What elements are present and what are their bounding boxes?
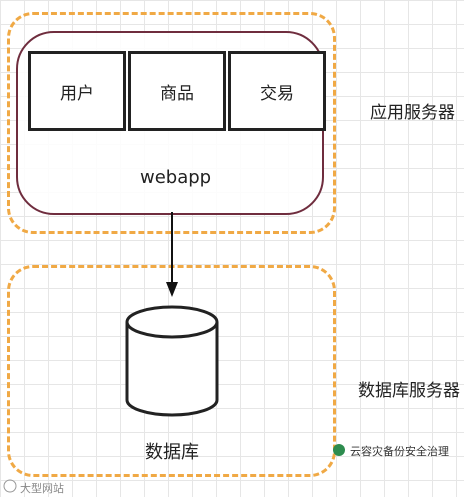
database-label: 数据库	[145, 442, 199, 463]
module-user: 用户	[28, 51, 126, 131]
watermark-badge-icon	[3, 479, 17, 493]
module-product: 商品	[128, 51, 226, 131]
module-trade: 交易	[228, 51, 326, 131]
webapp-label: webapp	[140, 167, 212, 188]
module-trade-label: 交易	[260, 83, 294, 104]
module-user-label: 用户	[60, 83, 94, 104]
watermark-left: 大型网站	[20, 482, 64, 495]
connector-arrow-head	[166, 282, 178, 297]
app-server-label: 应用服务器	[370, 103, 455, 123]
module-product-label: 商品	[160, 83, 194, 104]
wechat-icon	[333, 444, 345, 456]
watermark-right: 云容灾备份安全治理	[350, 445, 449, 458]
database-icon	[125, 305, 219, 417]
webapp-container: 用户 商品 交易 webapp	[16, 31, 326, 215]
db-server-label: 数据库服务器	[358, 381, 460, 401]
